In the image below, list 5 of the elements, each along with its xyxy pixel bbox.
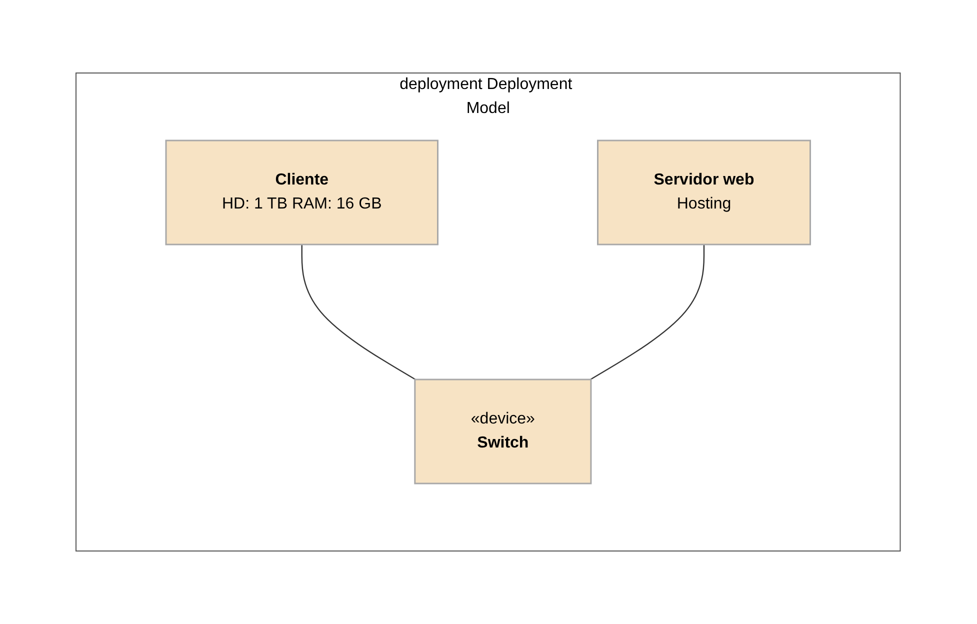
connector <box>302 244 416 380</box>
node-box: Cliente HD: 1 TB RAM: 16 GB <box>166 140 439 246</box>
node-box: Servidor web Hosting <box>597 140 812 246</box>
connector <box>590 244 705 380</box>
node-box: «device» Switch <box>414 378 592 484</box>
